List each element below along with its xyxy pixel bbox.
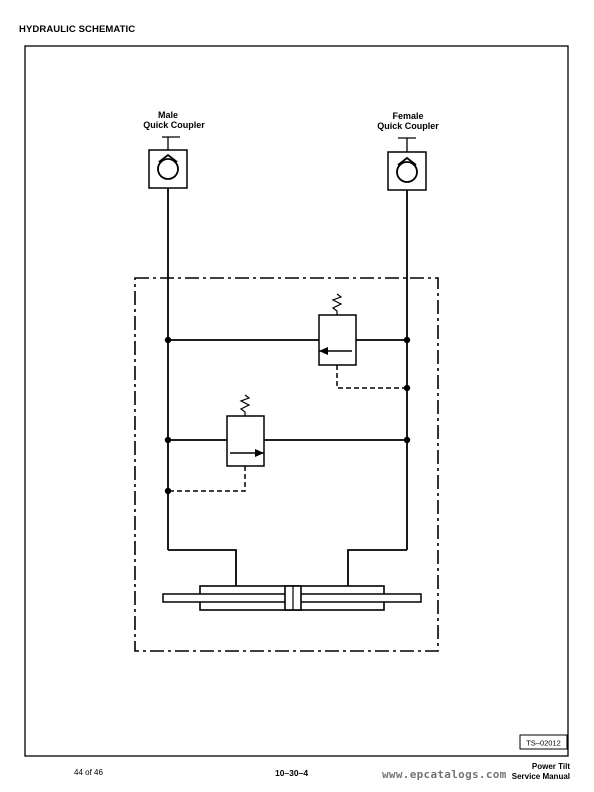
- watermark: www.epcatalogs.com: [382, 768, 507, 781]
- section-number: 10–30–4: [275, 768, 309, 778]
- page-number: 44 of 46: [74, 768, 103, 777]
- male-quick-coupler-icon: [148, 136, 188, 189]
- spring-icon: [331, 293, 343, 315]
- upper-relief-valve: [168, 293, 407, 389]
- male-coupler-label-line2: Quick Coupler: [143, 120, 205, 130]
- lower-relief-valve: [168, 394, 407, 492]
- pilot-line-upper: [336, 365, 407, 389]
- cylinder-port-line-left: [168, 549, 237, 586]
- page-title: HYDRAULIC SCHEMATIC: [19, 24, 136, 35]
- tilt-cylinder: [162, 585, 422, 611]
- cylinder-port-line-right: [347, 549, 407, 586]
- female-coupler-label-line2: Quick Coupler: [377, 121, 439, 131]
- female-coupler-label-line1: Female: [392, 111, 423, 121]
- drawing-id-box: [519, 734, 568, 750]
- junction-dots: [164, 336, 411, 495]
- pilot-line-lower: [168, 466, 246, 492]
- drawing-frame: [24, 45, 569, 757]
- male-coupler-label-line1: Male: [158, 110, 178, 120]
- valve-block-boundary: [134, 277, 439, 652]
- drawing-id: TS–02012: [526, 739, 561, 748]
- manual-title: Power Tilt Service Manual: [511, 762, 570, 781]
- female-quick-coupler-icon: [387, 137, 427, 191]
- spring-icon: [239, 394, 251, 416]
